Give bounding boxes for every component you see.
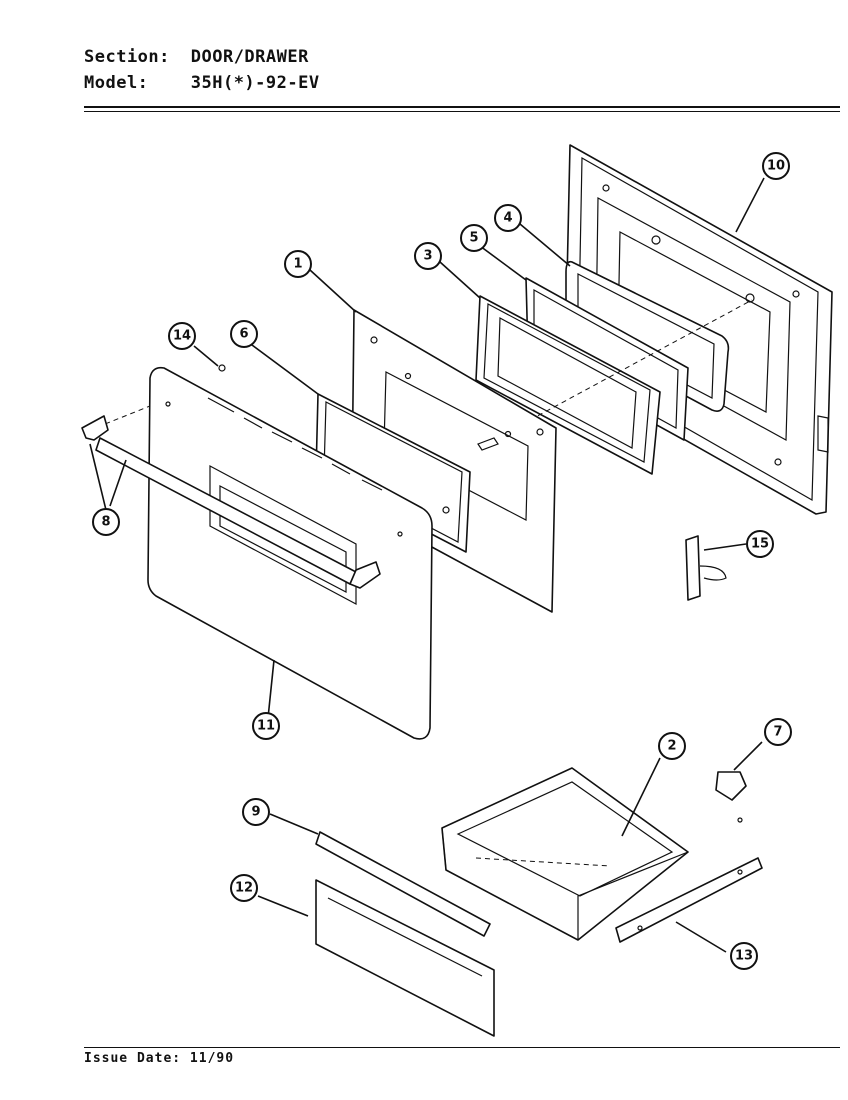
svg-text:15: 15: [751, 537, 769, 552]
callout-12: 12: [230, 874, 258, 902]
part-15-door-hinge: [685, 535, 727, 601]
callout-15: 15: [746, 530, 774, 558]
issue-date: Issue Date: 11/90: [84, 1051, 235, 1066]
part-12-drawer-front: [315, 879, 495, 1037]
part-7-drawer-roller: [715, 771, 747, 823]
part-13-drawer-rail: [615, 857, 763, 943]
svg-text:11: 11: [257, 719, 275, 734]
svg-text:2: 2: [667, 739, 676, 754]
callout-3: 3: [414, 242, 442, 270]
svg-text:12: 12: [235, 881, 253, 896]
callout-11: 11: [252, 712, 280, 740]
model-label: Model:: [84, 73, 149, 93]
callout-8: 8: [92, 508, 120, 536]
svg-text:14: 14: [173, 329, 191, 344]
callout-14: 14: [168, 322, 196, 350]
svg-text:10: 10: [767, 159, 785, 174]
svg-text:6: 6: [239, 327, 248, 342]
callout-1: 1: [284, 250, 312, 278]
callout-6: 6: [230, 320, 258, 348]
svg-text:3: 3: [423, 249, 432, 264]
header-rule-thin: [84, 111, 840, 112]
callout-5: 5: [460, 224, 488, 252]
callout-4: 4: [494, 204, 522, 232]
svg-text:1: 1: [293, 257, 302, 272]
svg-text:5: 5: [469, 231, 478, 246]
model-value: 35H(*)-92-EV: [190, 73, 320, 93]
svg-text:8: 8: [101, 515, 110, 530]
callout-9: 9: [242, 798, 270, 826]
part-2-drawer-body: [441, 767, 689, 941]
callouts: 1 2 3 4 5 6 7 8 9 10 11 12 13 14 15: [92, 152, 792, 970]
callout-7: 7: [764, 718, 792, 746]
callout-10: 10: [762, 152, 790, 180]
section-value: DOOR/DRAWER: [190, 47, 309, 67]
footer-rule: [84, 1047, 840, 1048]
svg-text:4: 4: [503, 211, 512, 226]
callout-2: 2: [658, 732, 686, 760]
section-header: Section: DOOR/DRAWER: [84, 47, 309, 67]
part-6-outer-glass: [315, 393, 471, 553]
leader-lines: [89, 177, 765, 953]
part-8-door-handle: [81, 415, 381, 589]
model-header: Model: 35H(*)-92-EV: [84, 73, 320, 93]
section-label: Section:: [84, 47, 170, 67]
svg-text:7: 7: [773, 725, 782, 740]
header-rule: [84, 106, 840, 108]
part-3-glass-frame: [475, 295, 661, 475]
part-9-drawer-strip: [315, 831, 491, 937]
svg-text:9: 9: [251, 805, 260, 820]
callout-13: 13: [730, 942, 758, 970]
svg-text:13: 13: [735, 949, 753, 964]
